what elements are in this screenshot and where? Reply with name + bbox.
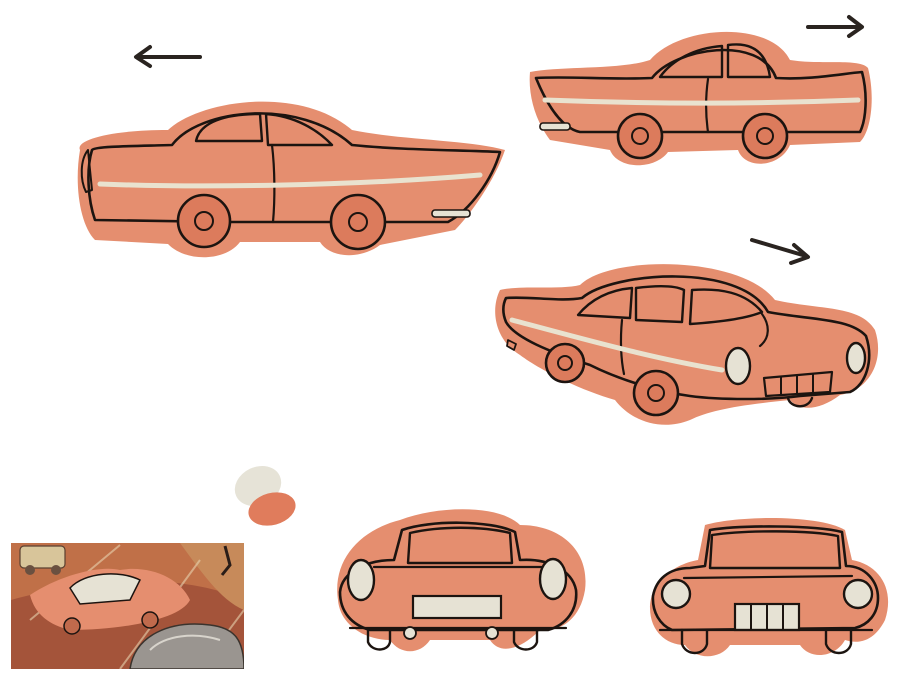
side-stripe — [509, 317, 725, 373]
headlight-right — [842, 578, 874, 610]
window-rear — [576, 286, 634, 320]
car-body — [651, 525, 880, 632]
grille-bars — [780, 373, 814, 396]
window-front — [194, 112, 264, 143]
windshield — [688, 288, 764, 326]
arrow-right-icon — [806, 15, 864, 38]
window-front — [726, 43, 772, 79]
reference-thumbnail — [11, 543, 244, 669]
hubcap-rear — [194, 211, 214, 231]
hood-line — [758, 312, 769, 348]
car-side-view-left — [77, 101, 505, 258]
grille — [762, 370, 834, 398]
headlight-left — [660, 578, 692, 610]
color-swatches — [234, 466, 296, 526]
arrow-left-icon — [134, 45, 202, 68]
grille-bars — [750, 603, 784, 631]
window-rear — [264, 112, 334, 147]
car-body — [338, 521, 578, 632]
exhaust-right — [485, 626, 499, 640]
windshield — [708, 530, 842, 570]
rear-window — [406, 526, 514, 565]
hubcap-front — [647, 384, 665, 402]
rear-tip — [506, 339, 517, 351]
swatch-orange — [248, 492, 296, 526]
window-rear — [658, 44, 724, 79]
car-front-view — [650, 518, 889, 657]
car-body — [534, 48, 867, 134]
door-line — [705, 77, 710, 134]
taillight-right — [538, 557, 568, 601]
exhaust-pipe — [539, 122, 571, 131]
exhaust-left — [403, 626, 417, 640]
arrow-right-icon — [750, 238, 810, 265]
silhouette-blob — [650, 518, 889, 657]
wheel-right — [824, 628, 853, 655]
license-plate — [411, 594, 503, 620]
car-three-quarter-view — [495, 264, 879, 425]
headlight-right — [845, 341, 867, 375]
wheel-right — [512, 628, 539, 651]
side-stripe — [542, 97, 861, 106]
side-stripe — [97, 172, 483, 189]
hubcap-front — [756, 127, 774, 145]
car-side-view-right — [529, 31, 872, 166]
window-middle — [634, 285, 686, 324]
exhaust-pipe — [431, 209, 471, 218]
car-body — [502, 275, 871, 401]
wheel-left — [366, 628, 392, 651]
silhouette-blob — [495, 264, 879, 425]
hubcap-rear — [557, 355, 573, 371]
hubcap-rear — [631, 127, 649, 145]
wheel-front-right — [786, 396, 814, 408]
taillight-left — [346, 558, 376, 602]
hood-line — [682, 574, 854, 580]
hubcap-front — [348, 212, 368, 232]
bumper-rear — [80, 149, 93, 193]
wheel-left — [680, 628, 709, 655]
car-rear-view — [337, 509, 586, 652]
headlight-left — [724, 346, 752, 386]
